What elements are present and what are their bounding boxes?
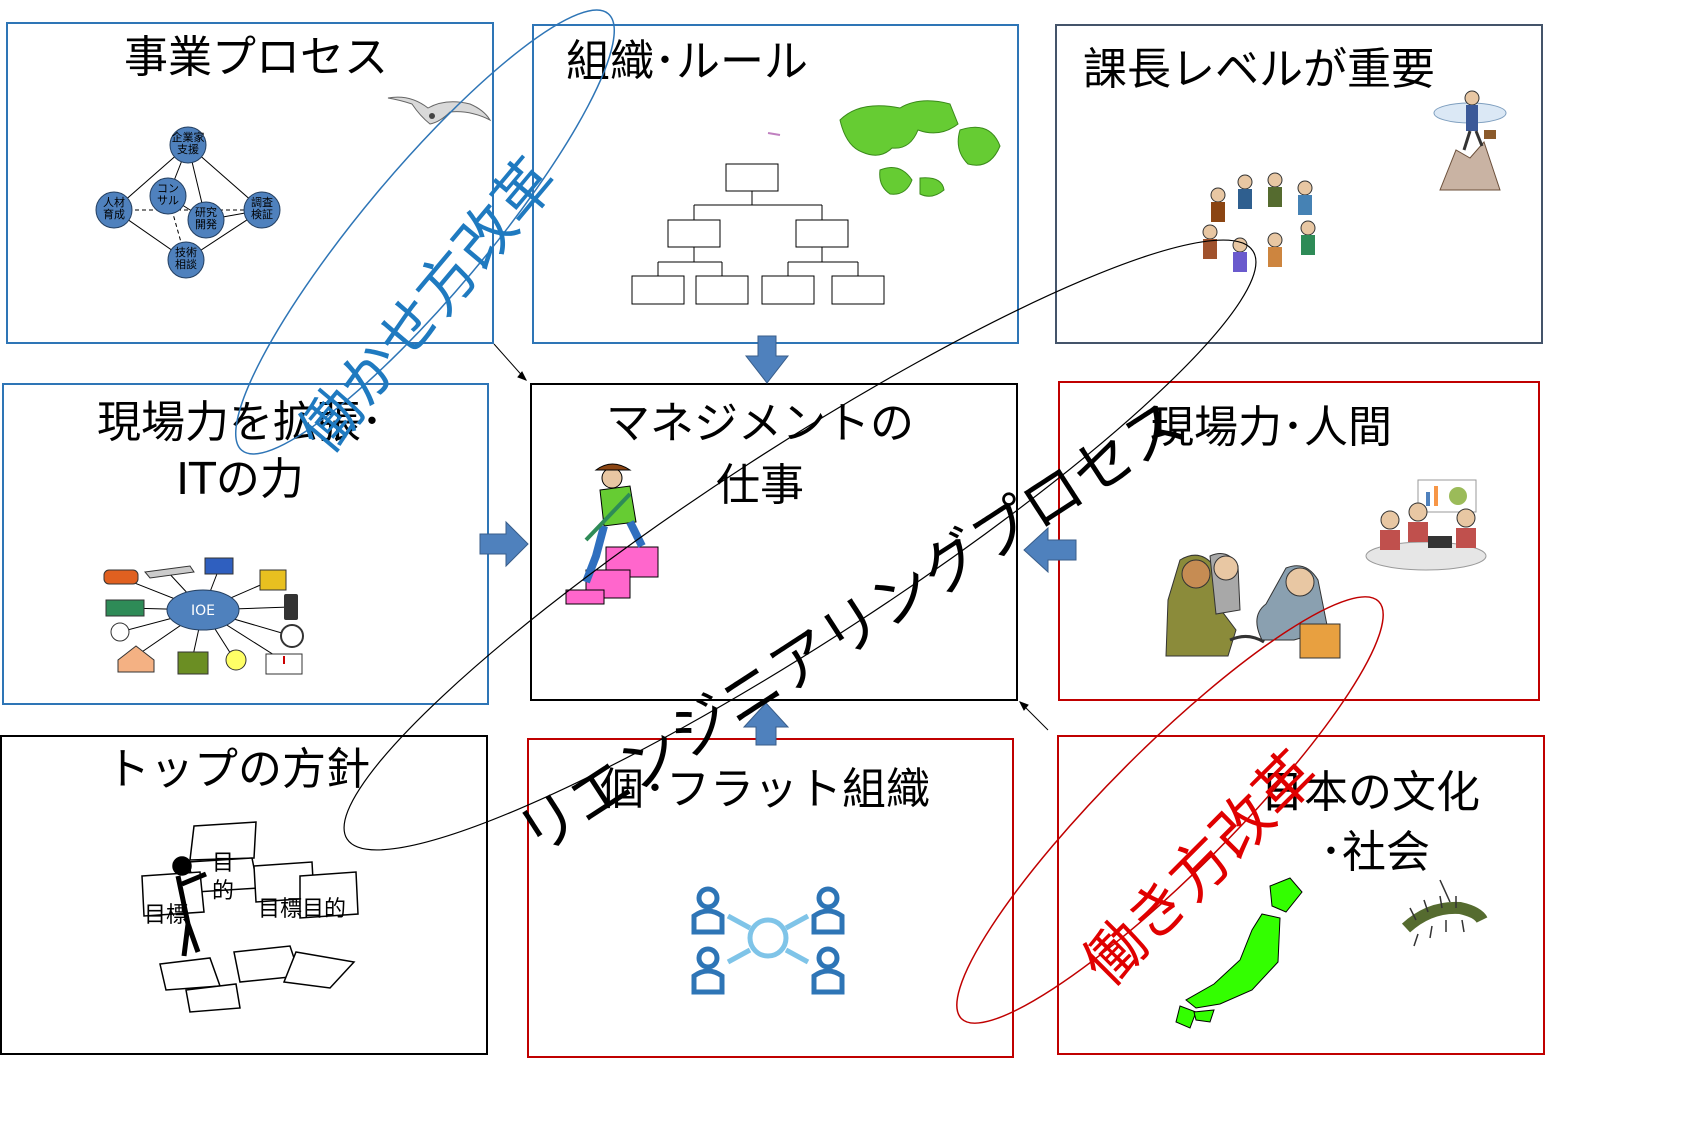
hiker-stairs-icon [565,463,659,605]
arrow-left-icon [1023,526,1077,574]
policy-note-3: 目標 [144,903,188,928]
meeting-circle-icon [1202,172,1316,272]
box-management [530,383,1018,701]
blue-ellipse [234,9,616,455]
black-ellipse [343,239,1257,851]
flat-network-icon [691,886,845,995]
node-label: コンサル [157,182,179,207]
box-culture [1057,735,1545,1055]
network-node [95,191,133,229]
iot-devices-icon: IOE [103,557,304,675]
stick-figure-papers-icon [141,821,359,1013]
handshake-icon [1165,553,1341,659]
field-it-title-1: 現場力を拡張･ [97,397,383,448]
arrow-down-icon [744,335,790,384]
node-label: 研究開発 [195,205,217,231]
network-node [187,201,225,239]
arrows [479,335,1077,746]
org-rules-title: 組織･ルール [566,36,808,87]
top-policy-title: トップの方針 [106,744,370,795]
iot-hub-label: IOE [191,603,215,619]
policy-note-1: 目 [212,851,234,876]
section-chief-title: 課長レベルが重要 [1083,44,1435,95]
centipede-icon [1401,879,1488,947]
box-top-policy [0,735,488,1055]
seagull-icon [387,96,492,125]
network-node [149,177,187,215]
business-process-title: 事業プロセス [124,32,388,83]
management-title-2: 仕事 [716,460,804,511]
thin-connectors [493,343,1049,731]
network-node [167,241,205,279]
node-label: 調査検証 [251,195,273,221]
field-human-title: 現場力･人間 [1150,402,1392,453]
policy-note-4: 目標目的 [258,897,346,922]
individual-flat-title: 個･フラット組織 [600,764,930,815]
mountain-man-icon [1433,90,1507,191]
policy-note-2: 的 [212,879,234,904]
org-chart-icon [631,132,885,305]
culture-title-1: 日本の文化 [1260,767,1480,818]
node-label: 企業家支援 [172,130,205,156]
culture-title-2: ･社会 [1320,827,1430,878]
japan-map-icon [1175,877,1303,1029]
business-network: 企業家支援 人材育成 コンサル 研究開発 調査検証 技術相談 [95,126,281,279]
box-field-it [2,383,489,705]
management-title-1: マネジメントの [606,398,914,449]
field-it-title-2: ITの力 [176,454,304,505]
arrow-right-icon [479,520,529,568]
box-business-process [6,22,494,344]
arrow-up-icon [742,702,790,746]
network-node [169,126,207,164]
node-label: 人材育成 [103,195,125,221]
network-node [243,191,281,229]
world-map-icon [839,100,1001,197]
node-label: 技術相談 [175,246,197,271]
meeting-table-icon [1365,479,1487,571]
red-ellipse [956,596,1384,1024]
